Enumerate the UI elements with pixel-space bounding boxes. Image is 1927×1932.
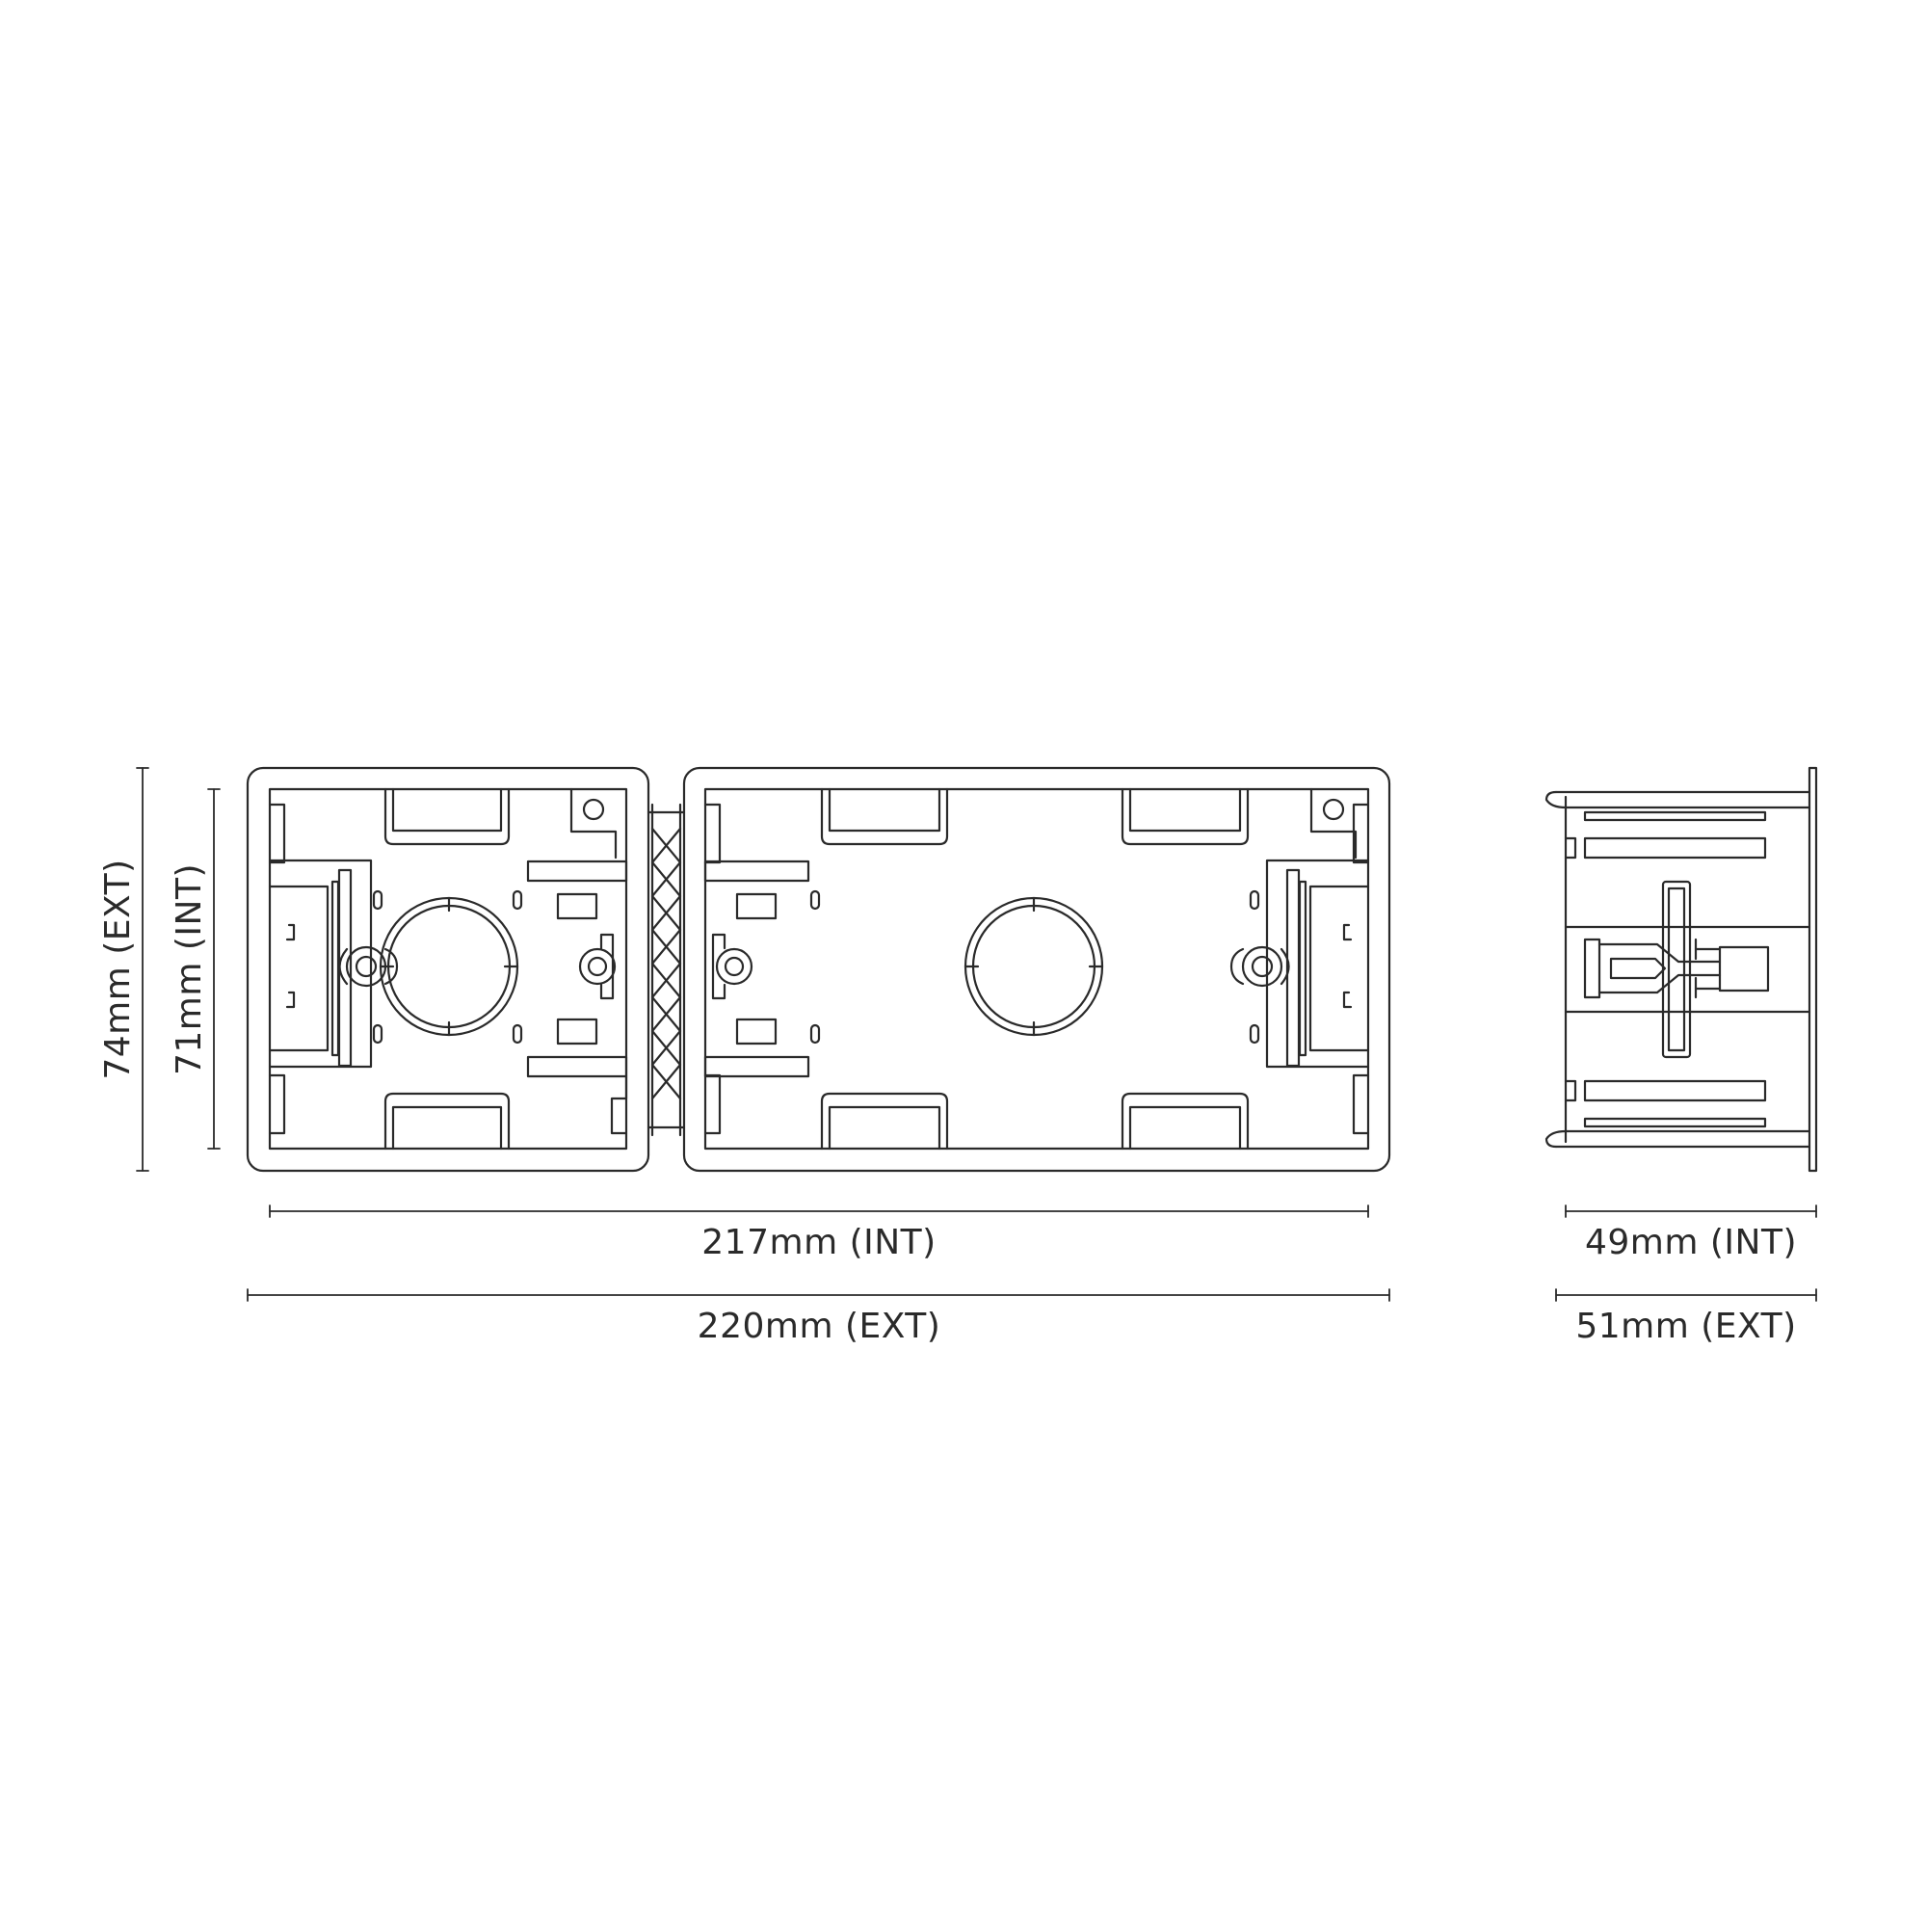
double-top-tab-right	[1121, 787, 1250, 846]
dimension-labels: 74mm (EXT) 71mm (INT) 217mm (INT) 220mm …	[98, 859, 1797, 1346]
side-view	[1544, 766, 1818, 1173]
box-coupler	[647, 803, 686, 1137]
double-left-screw-lug	[715, 947, 753, 986]
single-cable-entry	[379, 896, 519, 1037]
single-gang-box	[246, 766, 650, 1173]
double-box-inner-wall	[703, 787, 1370, 1151]
height-int-label: 71mm (INT)	[170, 863, 209, 1075]
depth-int-label: 49mm (INT)	[1585, 1223, 1797, 1262]
single-box-outer-wall	[246, 766, 650, 1173]
single-corner-hole	[582, 798, 605, 821]
width-int-label: 217mm (INT)	[701, 1223, 936, 1262]
side-view-lug	[1661, 880, 1692, 1059]
double-corner-hole	[1322, 798, 1345, 821]
double-bottom-tab-left	[820, 1092, 949, 1151]
depth-ext-label: 51mm (EXT)	[1575, 1307, 1796, 1346]
single-right-screw-lug	[578, 947, 617, 986]
single-bottom-tab	[383, 1092, 511, 1151]
double-top-tab-left	[820, 787, 949, 846]
single-top-tab	[383, 787, 511, 846]
double-bottom-tab-right	[1121, 1092, 1250, 1151]
height-ext-label: 74mm (EXT)	[98, 859, 138, 1079]
side-view-flange	[1808, 766, 1818, 1173]
double-right-screw-lug	[1241, 945, 1283, 988]
double-box-outer-wall	[682, 766, 1391, 1173]
double-cable-entry	[964, 896, 1104, 1037]
single-box-inner-wall	[268, 787, 628, 1151]
double-gang-box	[682, 766, 1391, 1173]
dimension-lines	[136, 767, 1817, 1302]
width-ext-label: 220mm (EXT)	[698, 1307, 941, 1346]
